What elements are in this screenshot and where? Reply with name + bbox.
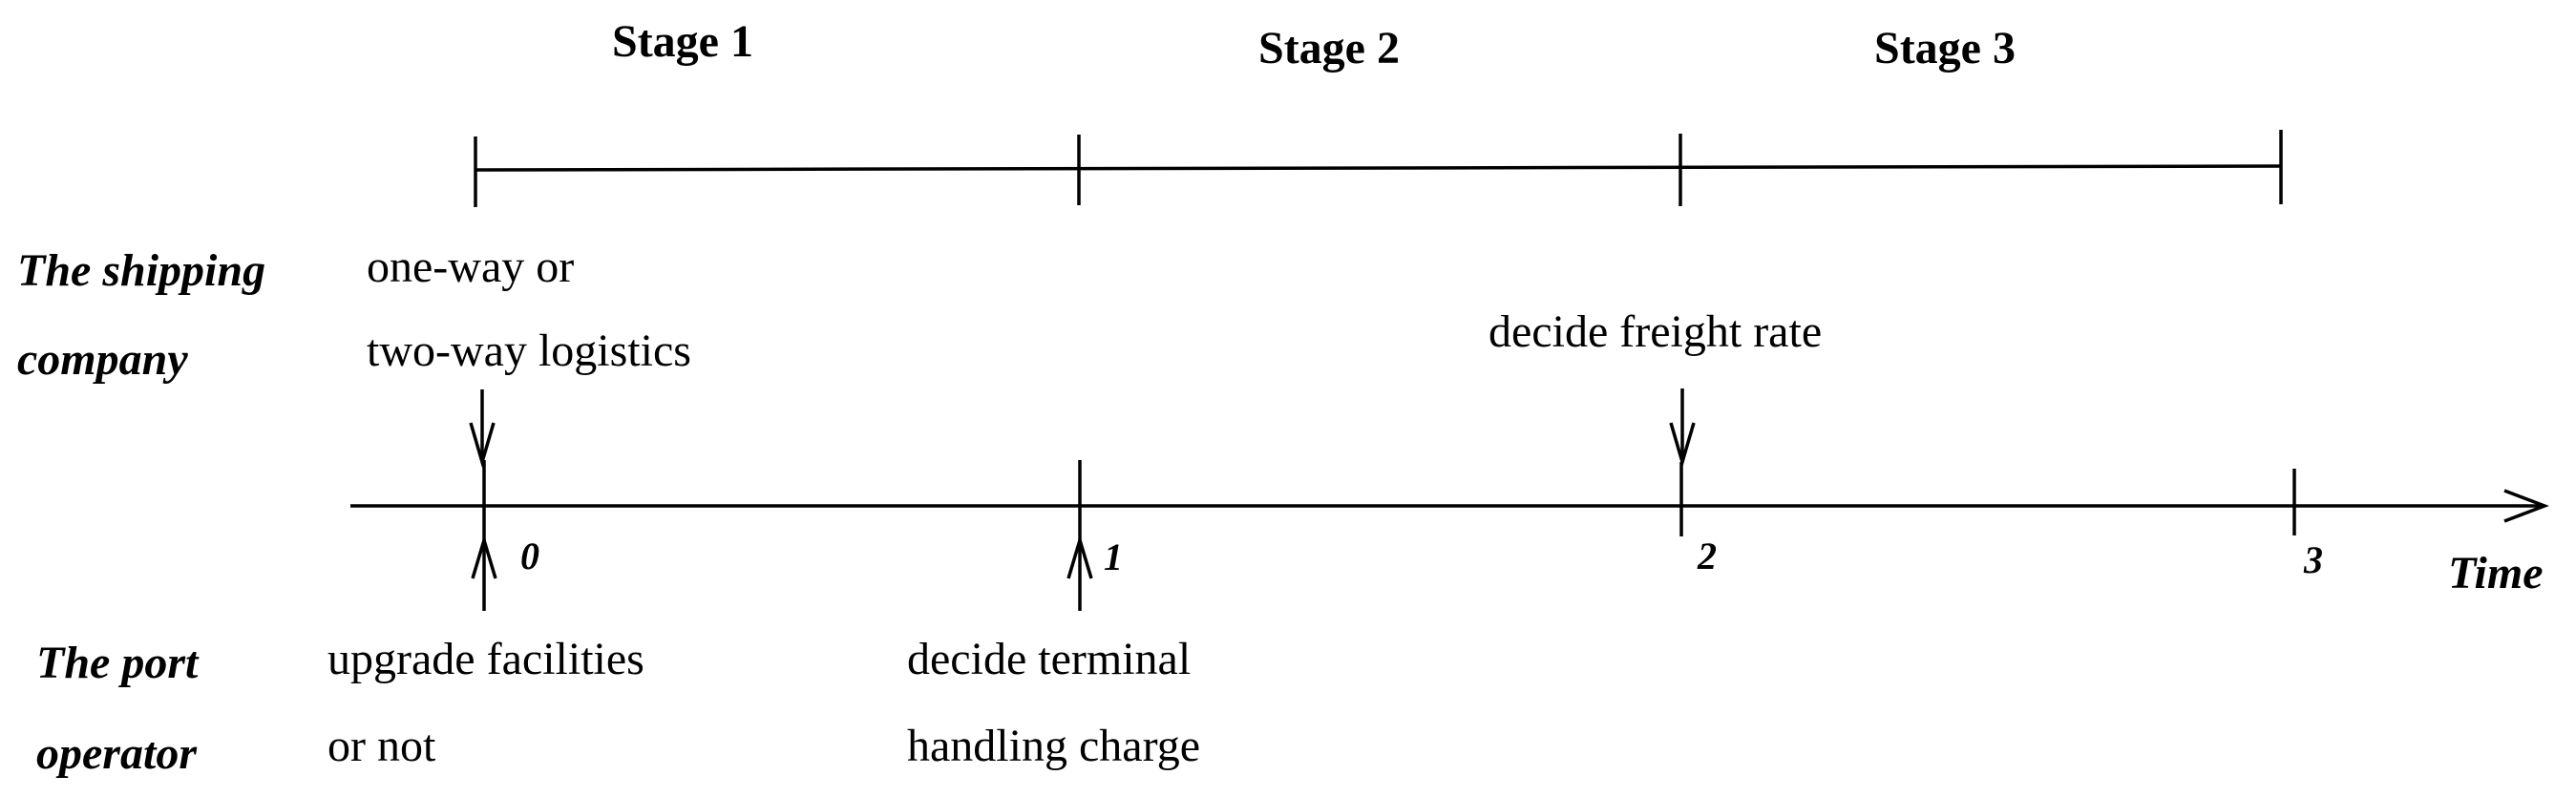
port-operator-label-line2: operator (36, 728, 198, 779)
port-upgrade-line1: upgrade facilities (327, 634, 644, 684)
port-thc-decision: decide terminal handling charge (907, 634, 1200, 771)
stage-bar-line (474, 164, 2283, 172)
port-operator-label: The port operator (36, 638, 200, 779)
time-tick-label-0: 0 (520, 535, 539, 577)
port-upgrade-line2: or not (327, 721, 436, 771)
shipping-logistics-decision: one-way or two-way logistics (367, 241, 691, 376)
stage-3-label: Stage 3 (1874, 23, 2016, 73)
time-axis-title: Time (2448, 548, 2544, 598)
shipping-arrow-stage1 (469, 389, 496, 469)
stage-2-label: Stage 2 (1258, 23, 1400, 73)
port-thc-line2: handling charge (907, 721, 1200, 771)
shipping-arrow-stage3 (1669, 388, 1696, 469)
time-axis-arrowhead (2503, 489, 2549, 523)
stage-bar (474, 130, 2283, 207)
time-axis (350, 460, 2549, 540)
port-upgrade-decision: upgrade facilities or not (327, 634, 644, 771)
port-operator-label-line1: The port (36, 638, 200, 688)
time-tick-label-3: 3 (2303, 538, 2323, 581)
time-tick-label-2: 2 (1697, 535, 1717, 577)
shipping-company-label-line2: company (17, 334, 188, 385)
port-arrow-stage1 (471, 534, 497, 611)
shipping-freight-decision: decide freight rate (1489, 306, 1822, 357)
stage-1-label: Stage 1 (612, 16, 753, 67)
shipping-logistics-line2: two-way logistics (367, 325, 691, 376)
shipping-company-label-line1: The shipping (17, 245, 265, 296)
port-arrow-stage2 (1066, 534, 1093, 611)
port-thc-line1: decide terminal (907, 634, 1191, 684)
shipping-company-label: The shipping company (17, 245, 265, 385)
time-tick-label-1: 1 (1104, 535, 1123, 578)
shipping-logistics-line1: one-way or (367, 241, 574, 292)
